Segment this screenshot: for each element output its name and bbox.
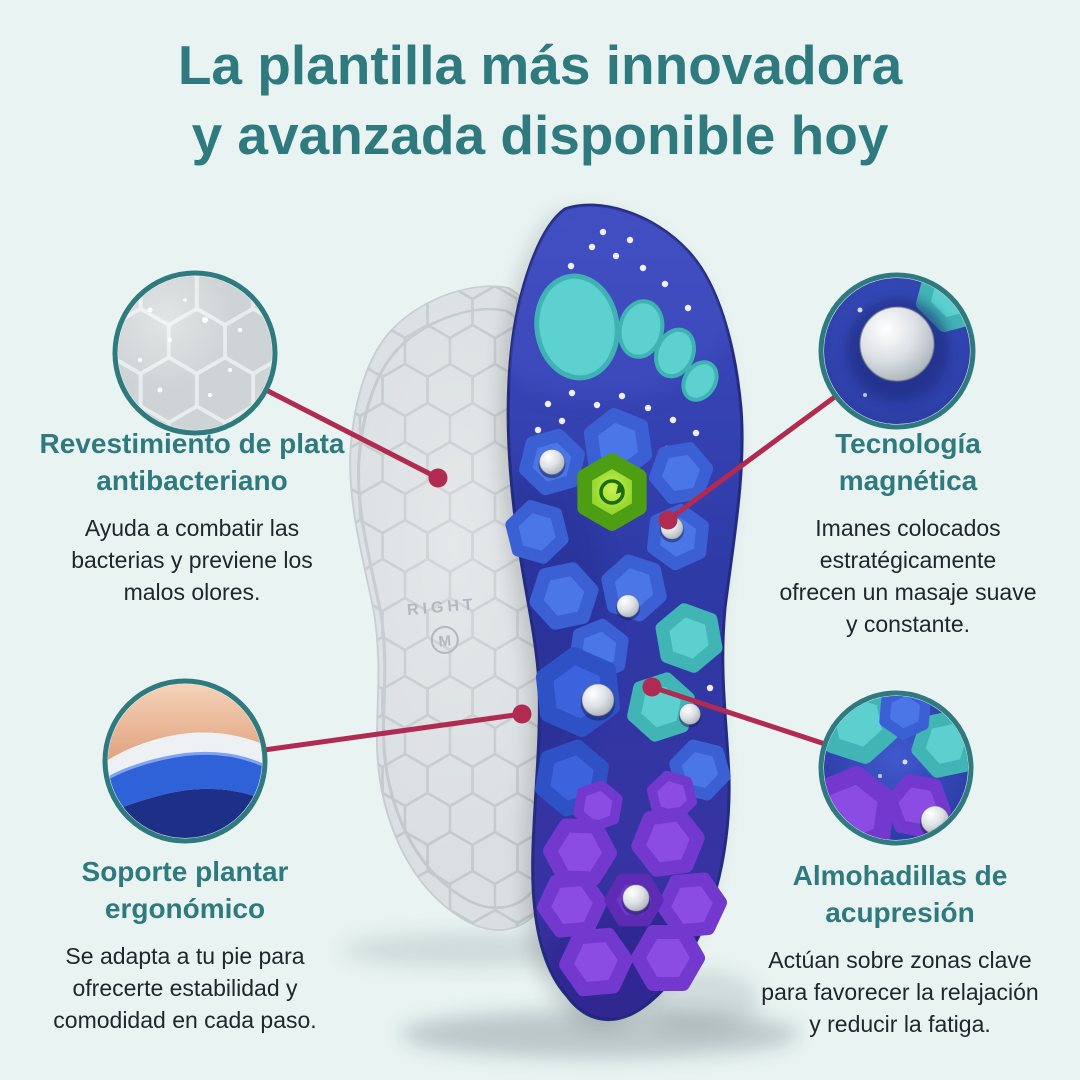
- magnet-icon: [580, 683, 616, 722]
- connector-dot-magnetic: [658, 510, 678, 530]
- body-line: Imanes colocados: [815, 514, 1001, 541]
- sparkles: [138, 298, 243, 397]
- heading-line: Soporte plantar: [81, 856, 289, 887]
- callout-photo-acupressure: [818, 690, 974, 846]
- photo-ring: [818, 272, 976, 430]
- connector-line-acupressure: [649, 684, 828, 747]
- heading-line: Revestimiento de plata: [39, 428, 345, 459]
- heading-line: acupresión: [825, 896, 975, 928]
- callout-body-magnetic: Imanes colocados estratégicamente ofrece…: [758, 512, 1058, 641]
- body-line: para favorecer la relajación: [761, 979, 1039, 1006]
- size-circle: [430, 625, 459, 654]
- heading-line: antibacteriano: [96, 464, 288, 496]
- callout-body-acupressure: Actúan sobre zonas clave para favorecer …: [735, 944, 1065, 1041]
- callout-body-silver: Ayuda a combatir las bacterias y previen…: [2, 512, 382, 609]
- callout-heading-magnetic: Tecnología magnética: [758, 426, 1058, 500]
- heading-line: ergonómico: [104, 892, 266, 924]
- body-line: bacterias y previene los: [71, 547, 313, 574]
- page-title: La plantilla más innovadora y avanzada d…: [0, 30, 1080, 171]
- connector-line-silver: [263, 387, 441, 481]
- heading-line: Tecnología: [835, 428, 981, 459]
- body-line: malos olores.: [123, 579, 261, 606]
- green-logo-pad: [585, 461, 640, 524]
- magnet-icon: [615, 594, 641, 621]
- callout-heading-arch: Soporte plantar ergonómico: [10, 854, 360, 928]
- insole-size-marking: RIGHT M: [406, 596, 477, 654]
- body-line: comodidad en cada paso.: [53, 1007, 317, 1034]
- toe-pads: [534, 273, 719, 402]
- body-line: ofrecen un masaje suave: [779, 579, 1037, 606]
- callout-acupressure: Almohadillas de acupresión Actúan sobre …: [735, 858, 1065, 1040]
- body-line: Ayuda a combatir las: [84, 514, 300, 541]
- body-line: Se adapta a tu pie para: [65, 942, 305, 969]
- callout-connectors: [261, 387, 839, 753]
- title-line-2: y avanzada disponible hoy: [191, 104, 889, 167]
- heading-line: Almohadillas de: [792, 860, 1008, 891]
- callout-photo-magnetic: [818, 272, 976, 430]
- photo-ring: [102, 678, 268, 844]
- callout-heading-silver: Revestimiento de plata antibacteriano: [2, 426, 382, 500]
- magnet-icon: [621, 884, 651, 916]
- body-line: Actúan sobre zonas clave: [768, 946, 1032, 973]
- body-line: y reducir la fatiga.: [809, 1011, 991, 1038]
- body-line: y constante.: [845, 611, 971, 638]
- photo-ring: [818, 690, 974, 846]
- connector-dot-arch: [512, 704, 532, 724]
- callout-heading-acupressure: Almohadillas de acupresión: [735, 858, 1065, 932]
- callout-photo-silver: [112, 270, 278, 436]
- insole-size-label: M: [438, 632, 452, 650]
- magnet-icon: [538, 448, 566, 479]
- photo-ring: [112, 270, 278, 436]
- insole-side-label: RIGHT: [406, 596, 477, 619]
- connector-dot-acupressure: [642, 677, 662, 697]
- connector-line-arch: [261, 711, 525, 753]
- callout-silver-lining: Revestimiento de plata antibacteriano Ay…: [2, 426, 382, 608]
- body-line: ofrecerte estabilidad y: [72, 975, 298, 1002]
- body-line: estratégicamente: [819, 547, 997, 574]
- brand-logo-icon: [599, 479, 625, 505]
- connector-line-magnetic: [665, 393, 839, 523]
- callout-photo-arch: [102, 678, 268, 844]
- magnet-dome: [860, 307, 934, 381]
- callout-arch-support: Soporte plantar ergonómico Se adapta a t…: [10, 854, 360, 1036]
- heading-line: magnética: [838, 464, 978, 496]
- callout-magnetic: Tecnología magnética Imanes colocados es…: [758, 426, 1058, 641]
- callout-body-arch: Se adapta a tu pie para ofrecerte estabi…: [10, 940, 360, 1037]
- connector-dot-silver: [428, 468, 448, 488]
- title-line-1: La plantilla más innovadora: [177, 34, 903, 96]
- magnet-icon: [678, 703, 702, 728]
- foot-sole: [108, 684, 262, 762]
